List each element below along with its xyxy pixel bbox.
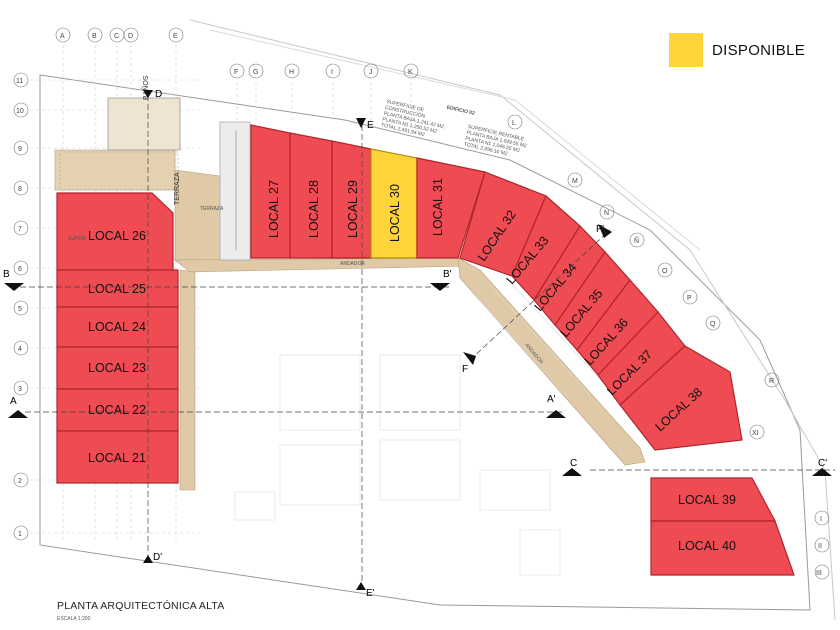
section-label-a-prime: A' [547,394,556,405]
grid-diag-o: O [662,268,668,275]
plan-scale: ESCALA 1:200 [57,616,91,622]
grid-left-5: 5 [18,306,22,313]
grid-bubbles [13,27,830,580]
unit-local-30[interactable]: LOCAL 30 [370,148,418,259]
grid-labels: A B C D E F G H I J K 11 10 9 8 7 6 5 4 … [16,33,822,577]
edificio-title: EDIFICIO 02 [446,105,475,117]
unit-label: LOCAL 28 [307,180,321,238]
unit-label: LOCAL 30 [388,184,402,242]
grid-diag-l: L [512,120,516,127]
section-lines [20,95,835,590]
unit-label: LOCAL 31 [431,178,445,236]
road-edge [189,19,836,621]
unit-label: LOCAL 27 [267,180,281,238]
terraza-label: TERRAZA [174,172,181,205]
site-boundary [39,74,811,611]
section-label-f: F [462,364,468,375]
grid-right-xi: XI [752,430,759,437]
section-label-e-prime: E' [366,588,375,599]
grid-left-11: 11 [16,78,23,85]
unit-label: LOCAL 22 [88,403,146,417]
grid-diag-r: R [769,378,774,385]
plan-title: PLANTA ARQUITECTÓNICA ALTA [57,600,225,612]
section-labels: A A' B B' C C' D D' E E' F F' [3,89,827,599]
unit-local-22[interactable]: LOCAL 22 [56,388,179,432]
unit-local-27[interactable]: LOCAL 27 [250,124,291,259]
unit-local-29[interactable]: LOCAL 29 [331,140,372,259]
unit-local-23[interactable]: LOCAL 23 [56,346,179,390]
parking-area [234,281,611,576]
section-label-b: B [3,269,10,280]
unit-local-31[interactable]: LOCAL 31 [416,157,486,259]
unit-label: LOCAL 40 [678,539,736,553]
unit-label: LOCAL 29 [346,180,360,238]
unit-local-32[interactable]: LOCAL 32 [459,171,547,277]
section-label-d-prime: D' [153,552,162,563]
grid-top-c: C [114,33,119,40]
unit-label: LOCAL 26 [88,229,146,243]
section-label-e: E [367,120,374,131]
grid-top2-i: I [331,69,333,76]
section-label-d: D [155,89,162,100]
unit-label: LOCAL 23 [88,361,146,375]
unit-label: LOCAL 24 [88,320,146,334]
legend: DISPONIBLE [669,33,805,67]
grid-top-e: E [173,33,178,40]
grid-diag-enye: Ñ [634,236,639,245]
grid-left-7: 7 [18,226,22,233]
grid-left-6: 6 [18,266,22,273]
grid-left-4: 4 [18,346,22,353]
unit-local-21[interactable]: LOCAL 21 [56,430,179,484]
unit-label: LOCAL 25 [88,282,146,296]
grid-right-ii: II [818,543,822,550]
grid-left-8: 8 [18,186,22,193]
grid-top2-j: J [369,69,373,76]
walkway [54,149,646,491]
edificio-info: EDIFICIO 02 SUPERFICIE DE CONSTRUCCIÓN P… [380,99,527,157]
section-label-b-prime: B' [443,269,452,280]
andador-label: ANDADOR [340,261,365,267]
grid-diag-m: M [572,178,578,185]
legend-label: DISPONIBLE [712,41,806,59]
grid-left-9: 9 [18,146,22,153]
unit-local-40[interactable]: LOCAL 40 [650,520,795,576]
grid-top-b: B [92,33,97,40]
grid-top2-k: K [408,69,413,76]
section-markers [4,90,832,590]
grid-diag-n: N [604,210,609,217]
section-label-c-prime: C' [818,458,827,469]
grid-right-iii: III [816,570,822,577]
terraza-small-label: TERRAZA [200,206,224,212]
unit-local-28[interactable]: LOCAL 28 [289,132,333,259]
grid-top-d: D [128,33,133,40]
grid-left-2: 2 [18,478,22,485]
grid-diag-p: P [687,295,692,302]
unit-label: LOCAL 21 [88,451,146,465]
legend-swatch-available [669,33,703,67]
banos-label: BAÑOS [141,75,150,100]
unit-area-label: SUPER [68,236,86,242]
section-label-f-prime: F' [596,224,604,235]
section-label-a: A [10,396,17,407]
unit-local-25[interactable]: LOCAL 25 [56,269,179,308]
unit-local-26[interactable]: LOCAL 26 SUPER [56,192,174,271]
grid-right-i: I [820,516,822,523]
grid-top-a: A [60,33,65,40]
grid-top2-g: G [253,69,258,76]
grid-top2-h: H [289,69,294,76]
grid-left-3: 3 [18,386,22,393]
grid-top2-f: F [234,69,238,76]
unit-local-38[interactable]: LOCAL 38 [619,345,743,451]
grid-left-10: 10 [16,108,24,115]
grid-diag-q: Q [710,321,716,328]
unit-label: LOCAL 39 [678,493,736,507]
grid-left-1: 1 [18,531,22,538]
unit-local-24[interactable]: LOCAL 24 [56,306,179,348]
banos-block [59,97,251,261]
section-label-c: C [570,458,577,469]
road-edge-2 [209,29,701,251]
unit-local-39[interactable]: LOCAL 39 [650,477,777,522]
